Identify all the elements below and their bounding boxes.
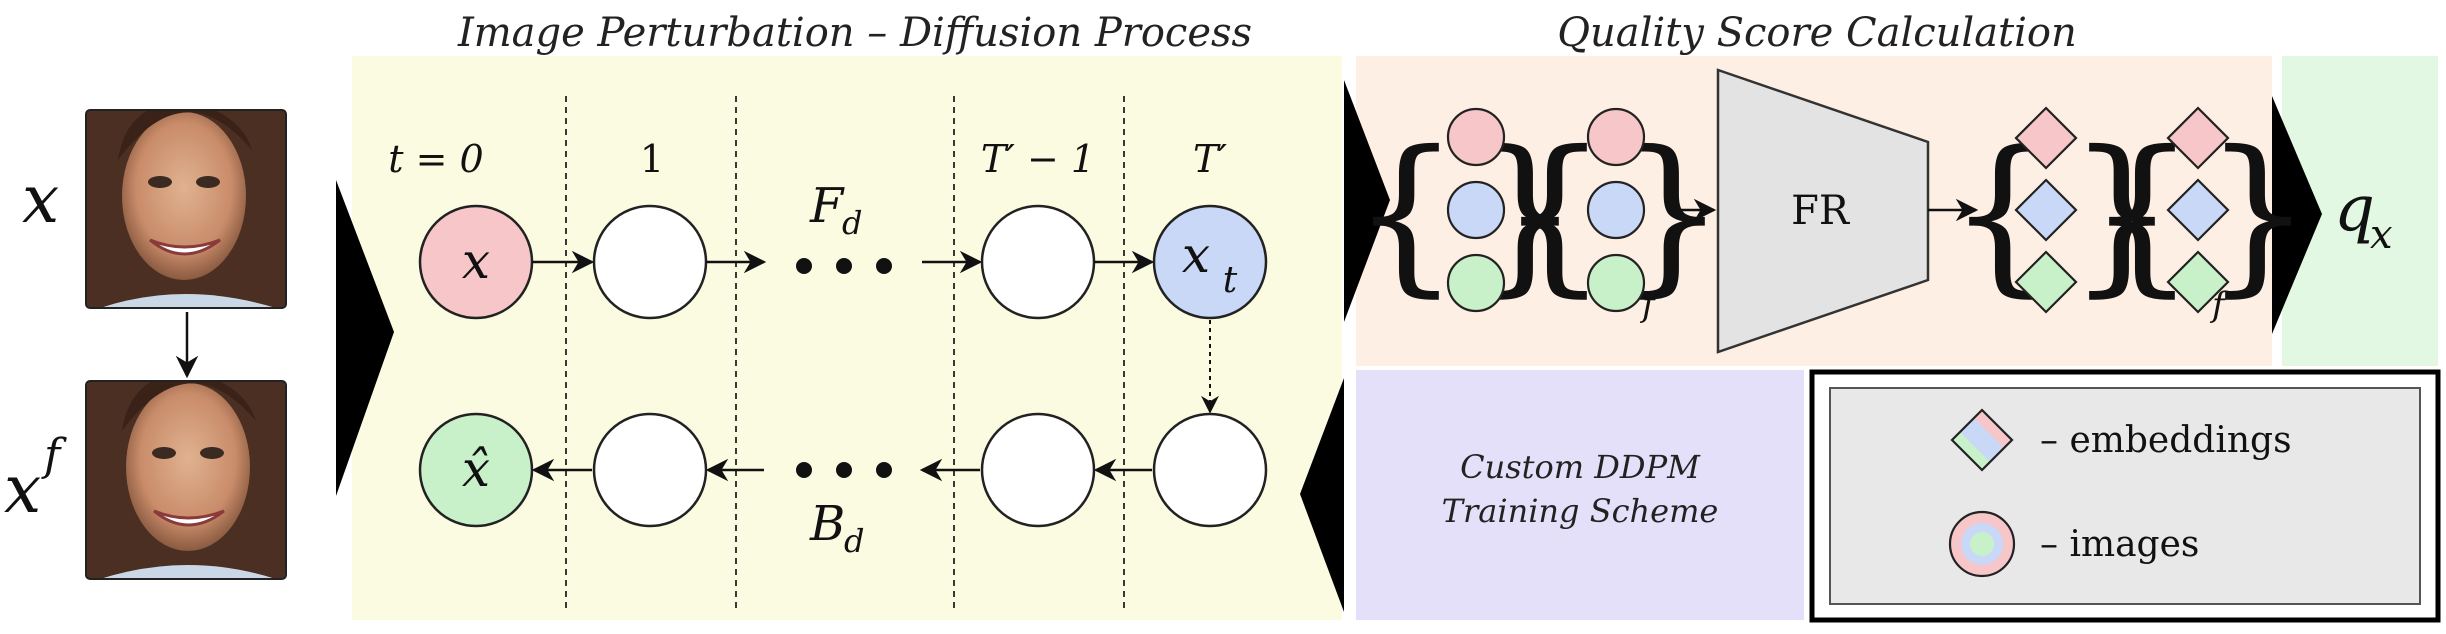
timestep-label-tprev: T′ − 1 [981, 137, 1095, 181]
svg-text:}: } [2068, 115, 2176, 313]
node-xt-label: x [1182, 226, 1210, 284]
perturbation-panel [352, 56, 1342, 620]
input-xf-label: x [4, 451, 41, 528]
input-chevron [336, 180, 394, 496]
backward-dots [796, 462, 892, 478]
input-xf-sup: f [41, 430, 67, 481]
node-backward-1 [592, 412, 708, 528]
node-xt-sub: t [1223, 260, 1238, 301]
embedding-set-flipped: { } [2088, 106, 2312, 314]
forward-process-sub: d [842, 204, 862, 242]
quality-output-label: q [2334, 172, 2375, 246]
output-chevron [2272, 96, 2322, 334]
training-panel [1356, 370, 1804, 620]
fr-label: FR [1791, 188, 1851, 234]
embedding-set-original: { } [1948, 106, 2176, 314]
legend-embeddings-label: – embeddings [2040, 420, 2292, 461]
face-photo-icon [86, 110, 286, 308]
timestep-label-t0: t = 0 [388, 137, 483, 181]
timestep-label-tlast: T′ [1193, 137, 1227, 181]
legend-inner [1829, 387, 2421, 605]
training-scheme-line1: Custom DDPM [1460, 448, 1701, 486]
forward-process-label: F [809, 178, 845, 234]
backward-chevron [1300, 378, 1344, 612]
forward-chevron [1344, 80, 1390, 322]
legend-images-label: – images [2040, 524, 2199, 565]
diamond-icon [1950, 408, 2014, 472]
node-x-label: x [462, 232, 490, 290]
training-scheme-line2: Training Scheme [1442, 492, 1719, 530]
backward-process-sub: d [844, 522, 864, 560]
quality-output-sub: x [2370, 212, 2393, 258]
perturbation-title: Image Perturbation – Diffusion Process [457, 10, 1252, 56]
circle-icon [1948, 510, 2016, 578]
face-photo-icon [86, 381, 286, 579]
timestep-label-1: 1 [640, 137, 664, 181]
input-x-label: x [22, 161, 59, 238]
quality-title: Quality Score Calculation [1557, 10, 2077, 56]
fr-network [1716, 68, 1930, 354]
image-set-original: { } [1352, 107, 1580, 313]
backward-process-label: B [809, 496, 845, 552]
node-backward-tprev [980, 412, 1096, 528]
node-forward-tprev [980, 204, 1096, 320]
node-forward-1 [592, 204, 708, 320]
node-xhat-label: x̂ [462, 440, 490, 498]
svg-text:{: { [1352, 115, 1460, 313]
node-backward-tlast [1152, 412, 1268, 528]
timestep-separators [565, 96, 1125, 610]
forward-dots [796, 258, 892, 274]
